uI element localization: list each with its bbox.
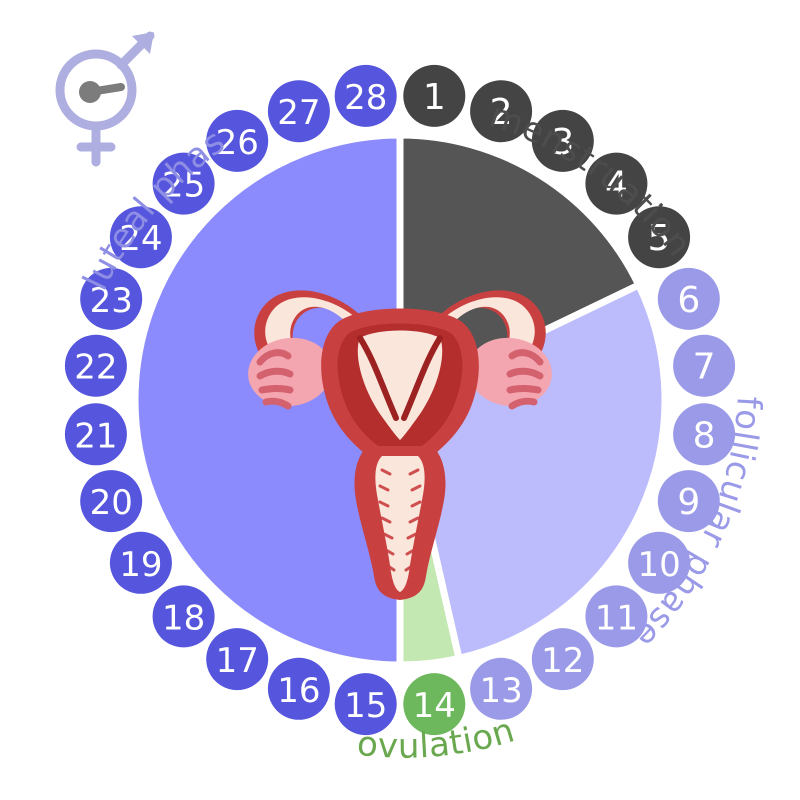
day-badge-26[interactable]: 26 <box>206 109 269 172</box>
day-badge-17[interactable]: 17 <box>206 628 269 691</box>
day-number: 11 <box>595 598 638 638</box>
day-badge-circle <box>334 673 397 736</box>
day-badge-circle <box>403 673 466 736</box>
day-badge-15[interactable]: 15 <box>334 673 397 736</box>
day-number: 23 <box>90 281 133 321</box>
day-badge-circle <box>403 64 466 127</box>
day-number: 2 <box>490 92 513 133</box>
day-badge-circle <box>64 403 127 466</box>
day-badge-circle <box>470 80 533 143</box>
day-badge-24[interactable]: 24 <box>109 206 172 269</box>
day-badge-circle <box>334 64 397 127</box>
day-badge-5[interactable]: 5 <box>628 206 691 269</box>
day-badge-circle <box>585 152 648 215</box>
day-badge-6[interactable]: 6 <box>657 267 720 330</box>
day-number: 8 <box>693 415 716 456</box>
day-number: 28 <box>344 78 387 118</box>
day-badge-23[interactable]: 23 <box>80 267 143 330</box>
day-badge-13[interactable]: 13 <box>470 657 533 720</box>
day-badge-19[interactable]: 19 <box>109 531 172 594</box>
day-number: 5 <box>648 218 671 259</box>
day-badge-25[interactable]: 25 <box>152 152 215 215</box>
day-number: 25 <box>162 166 205 206</box>
day-badge-7[interactable]: 7 <box>673 334 736 397</box>
day-badge-circle <box>585 585 648 648</box>
day-number: 24 <box>119 219 162 259</box>
day-badge-2[interactable]: 2 <box>470 80 533 143</box>
day-badge-circle <box>267 657 330 720</box>
day-badge-16[interactable]: 16 <box>267 657 330 720</box>
day-number: 12 <box>541 641 584 681</box>
day-badge-4[interactable]: 4 <box>585 152 648 215</box>
day-badge-1[interactable]: 1 <box>403 64 466 127</box>
day-badge-circle <box>152 585 215 648</box>
day-number: 3 <box>551 122 574 163</box>
day-number: 22 <box>74 348 117 388</box>
day-number: 13 <box>479 671 522 711</box>
day-badge-circle <box>80 470 143 533</box>
day-badge-circle <box>628 531 691 594</box>
day-number: 17 <box>216 641 259 681</box>
day-badge-28[interactable]: 28 <box>334 64 397 127</box>
day-number: 6 <box>677 280 700 321</box>
day-badge-circle <box>628 206 691 269</box>
day-badge-circle <box>470 657 533 720</box>
day-badge-circle <box>657 470 720 533</box>
day-badge-circle <box>206 628 269 691</box>
day-badge-circle <box>531 109 594 172</box>
day-number: 21 <box>74 416 117 456</box>
day-badge-circle <box>657 267 720 330</box>
day-badge-14[interactable]: 14 <box>403 673 466 736</box>
day-number: 15 <box>344 686 387 726</box>
uterus-ovaries-illustration <box>248 290 552 600</box>
day-badge-11[interactable]: 11 <box>585 585 648 648</box>
day-badge-10[interactable]: 10 <box>628 531 691 594</box>
day-number: 7 <box>693 347 716 388</box>
day-badge-18[interactable]: 18 <box>152 585 215 648</box>
day-number: 26 <box>216 123 259 163</box>
day-badge-21[interactable]: 21 <box>64 403 127 466</box>
day-number: 20 <box>90 483 133 523</box>
day-badge-circle <box>531 628 594 691</box>
day-badge-circle <box>64 334 127 397</box>
day-number: 14 <box>413 686 456 726</box>
gender-clock-icon <box>55 31 155 167</box>
day-badge-circle <box>152 152 215 215</box>
day-badge-circle <box>673 334 736 397</box>
day-number: 19 <box>119 545 162 585</box>
day-badge-circle <box>673 403 736 466</box>
day-badge-circle <box>109 206 172 269</box>
day-badge-22[interactable]: 22 <box>64 334 127 397</box>
day-number: 27 <box>277 93 320 133</box>
day-badge-circle <box>80 267 143 330</box>
day-badge-circle <box>109 531 172 594</box>
day-badge-9[interactable]: 9 <box>657 470 720 533</box>
day-badge-circle <box>267 80 330 143</box>
day-number: 4 <box>605 165 628 206</box>
day-badge-8[interactable]: 8 <box>673 403 736 466</box>
day-badge-27[interactable]: 27 <box>267 80 330 143</box>
day-number: 9 <box>677 482 700 523</box>
day-number: 18 <box>162 598 205 638</box>
day-badge-circle <box>206 109 269 172</box>
day-badge-3[interactable]: 3 <box>531 109 594 172</box>
day-number: 10 <box>637 545 680 585</box>
day-number: 1 <box>423 77 446 118</box>
day-number: 16 <box>277 671 320 711</box>
day-badge-12[interactable]: 12 <box>531 628 594 691</box>
day-badge-20[interactable]: 20 <box>80 470 143 533</box>
